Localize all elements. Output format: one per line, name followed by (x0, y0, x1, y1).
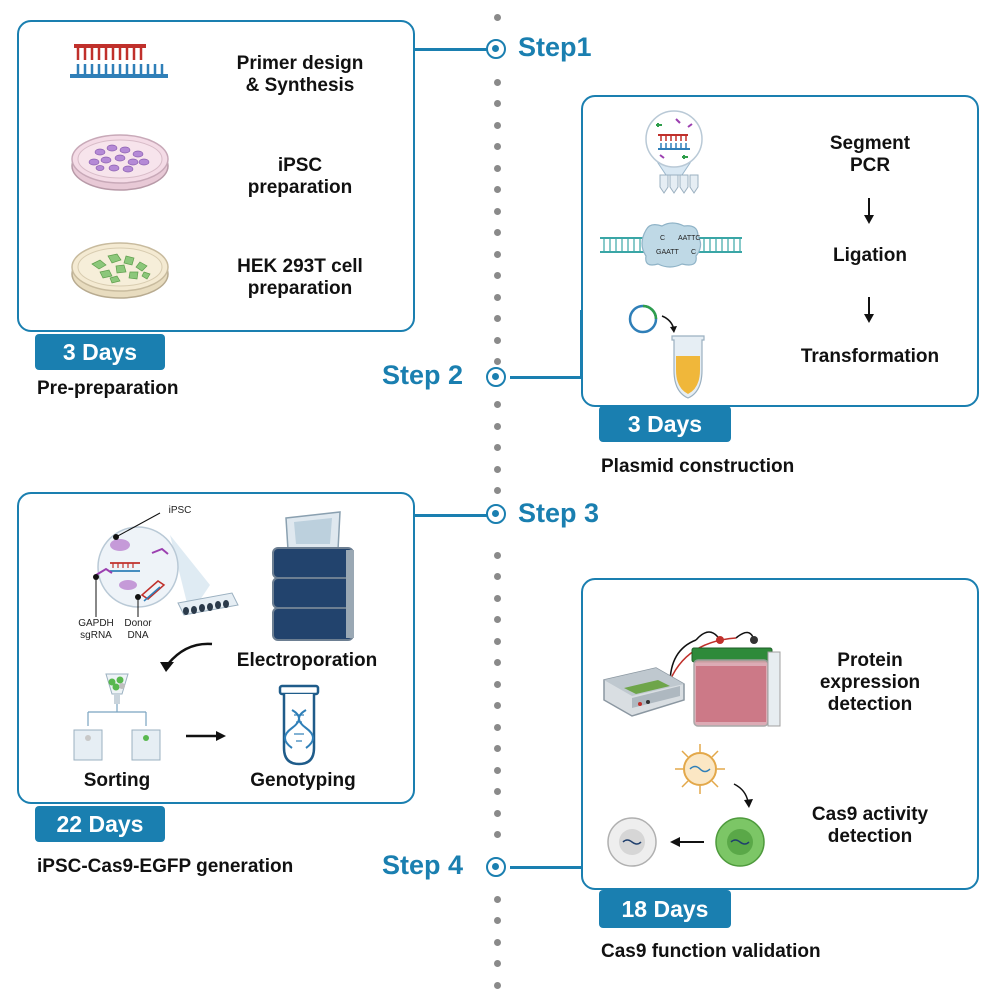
transformation-label: Transformation (800, 346, 940, 367)
timeline-dot (494, 917, 501, 924)
timeline-dot (494, 938, 501, 946)
timeline-dot (494, 401, 501, 408)
ligation-c-right: C (691, 249, 696, 256)
timeline-dot (494, 659, 501, 666)
validation-duration-badge: 18 Days (599, 890, 731, 928)
gapdh-sgrna-label: GAPDH sgRNA (78, 618, 114, 641)
dna-primer-icon (70, 44, 168, 78)
timeline-dot (494, 809, 501, 817)
hek-preparation-label: HEK 293T cell preparation (237, 256, 363, 299)
timeline-dot (494, 637, 501, 645)
step3-marker (486, 504, 506, 524)
genotyping-label: Genotyping (250, 770, 356, 791)
step4-connector (510, 866, 582, 869)
timeline-dot (494, 207, 501, 215)
arrow-right-icon (186, 731, 226, 741)
ligation-label: Ligation (833, 245, 907, 266)
primer-design-label: Primer design & Synthesis (236, 53, 364, 96)
timeline-dot (494, 250, 501, 258)
timeline-dot (494, 14, 501, 21)
step2-connector (510, 376, 582, 379)
ligation-seq-bottom: GAATT (656, 249, 680, 256)
step1-marker (486, 39, 506, 59)
generation-duration-badge: 22 Days (35, 806, 165, 842)
petri-dish-ipsc-icon (71, 134, 169, 191)
timeline-dot (494, 594, 501, 602)
dna-tube-icon (278, 684, 320, 766)
timeline-dot (494, 745, 501, 752)
step2-marker (486, 367, 506, 387)
timeline-dot (494, 616, 501, 623)
arrow-down-icon (864, 198, 874, 224)
ligation-seq-top: AATTC (678, 235, 700, 242)
timeline-dot (494, 766, 501, 774)
validation-caption: Cas9 function validation (601, 941, 821, 962)
electroporator-icon (272, 511, 354, 641)
timeline-dot (494, 272, 501, 279)
timeline-dot (494, 229, 501, 236)
timeline-dot (494, 981, 501, 989)
plasmid-duration-badge: 3 Days (599, 406, 731, 442)
ligation-icon: AATTC GAATT C C (600, 222, 742, 268)
step1-label: Step1 (518, 32, 592, 62)
timeline-dot (494, 960, 501, 967)
timeline-dot (494, 358, 501, 365)
pre-preparation-duration-badge: 3 Days (35, 334, 165, 370)
timeline-dot (494, 831, 501, 838)
timeline-dot (494, 487, 501, 494)
sorting-label: Sorting (83, 770, 151, 791)
timeline-dot (494, 422, 501, 430)
timeline-dot (494, 186, 501, 193)
timeline-dot (494, 551, 501, 559)
timeline-dot (494, 143, 501, 150)
cell-sorter-icon (73, 673, 161, 761)
timeline-dot (494, 121, 501, 129)
donor-dna-label: Donor DNA (124, 618, 152, 641)
transformation-icon (628, 304, 705, 399)
generation-caption: iPSC-Cas9-EGFP generation (37, 856, 294, 877)
timeline-dot (494, 573, 501, 580)
step2-label: Step 2 (382, 360, 464, 390)
pcr-icon (645, 110, 703, 194)
arrow-down-icon (864, 297, 874, 323)
step3-connector (414, 514, 490, 517)
petri-dish-hek-icon (71, 242, 169, 299)
step1-connector (414, 48, 490, 51)
electroporation-mix-icon (93, 512, 239, 617)
plasmid-caption: Plasmid construction (601, 456, 795, 477)
curved-arrow-icon (160, 642, 213, 672)
cas9-activity-icon (607, 744, 765, 867)
timeline-dot (494, 78, 501, 86)
timeline-dot (494, 680, 501, 688)
segment-pcr-label: Segment PCR (829, 133, 911, 176)
timeline-dot (494, 315, 501, 322)
timeline-dot (494, 723, 501, 731)
step4-label: Step 4 (382, 850, 464, 880)
step3-label: Step 3 (518, 498, 600, 528)
electroporation-label: Electroporation (236, 650, 378, 671)
western-blot-icon (603, 631, 781, 727)
pre-preparation-caption: Pre-preparation (37, 378, 179, 399)
ligation-c-left: C (660, 235, 665, 242)
timeline-dot (494, 465, 501, 473)
ipsc-callout-label: iPSC (168, 505, 192, 516)
protein-expression-label: Protein expression detection (819, 650, 921, 715)
timeline-dot (494, 444, 501, 451)
cas9-activity-label: Cas9 activity detection (811, 804, 929, 847)
timeline-dot (494, 293, 501, 301)
step2-connector-vertical (580, 310, 583, 378)
timeline-dot (494, 164, 501, 172)
step4-marker (486, 857, 506, 877)
timeline-dot (494, 100, 501, 107)
timeline-dot (494, 702, 501, 709)
timeline-dot (494, 336, 501, 344)
timeline-dot (494, 895, 501, 903)
ipsc-preparation-label: iPSC preparation (247, 155, 353, 198)
timeline-dot (494, 788, 501, 795)
